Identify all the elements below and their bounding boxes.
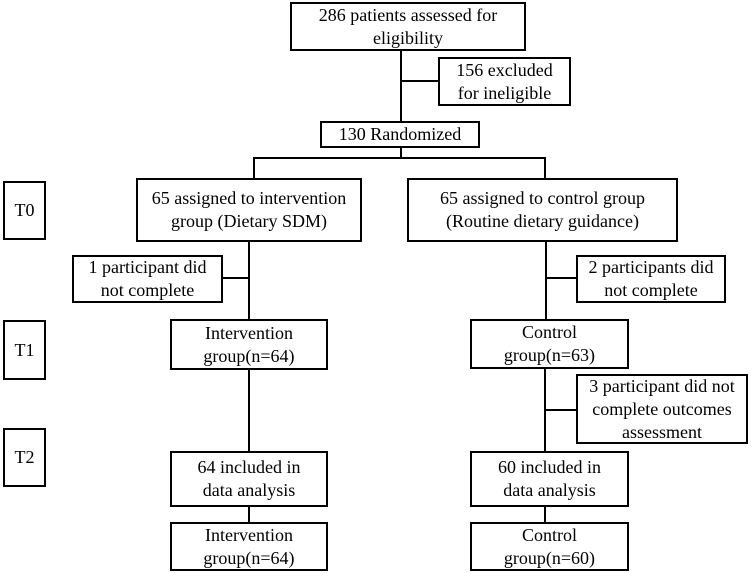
connector-intervention-analysis-final: [248, 506, 250, 523]
randomized-box: 130 Randomized: [320, 121, 480, 148]
connector-intervention-t1-t2: [248, 369, 250, 452]
assessed-for-eligibility-box: 286 patients assessed for eligibility: [290, 2, 526, 51]
intervention-final-box: Intervention group(n=64): [170, 522, 328, 571]
connector-to-excluded: [400, 80, 439, 82]
connector-randomized-down: [400, 147, 402, 158]
timepoint-t1-label: T1: [3, 320, 46, 380]
connector-to-control-dropout-t2: [544, 409, 577, 411]
connector-split: [253, 157, 545, 159]
control-dropout-box: 2 participants did not complete: [576, 255, 726, 303]
connector-to-intervention-dropout: [222, 277, 249, 279]
connector-control-t0-t1: [545, 241, 547, 320]
timepoint-t2-label: T2: [3, 428, 46, 487]
control-assigned-box: 65 assigned to control group (Routine di…: [407, 178, 678, 242]
control-dropout-t2-box: 3 participant did not complete outcomes …: [576, 374, 748, 444]
connector-control-analysis-final: [544, 506, 546, 523]
control-t1-box: Control group(n=63): [470, 319, 629, 369]
intervention-assigned-box: 65 assigned to intervention group (Dieta…: [136, 178, 362, 242]
timepoint-t0-label: T0: [3, 181, 46, 240]
connector-assessed-to-randomized: [400, 50, 402, 122]
intervention-t1-box: Intervention group(n=64): [170, 319, 328, 370]
intervention-dropout-box: 1 participant did not complete: [72, 255, 223, 303]
intervention-analysis-box: 64 included in data analysis: [170, 451, 328, 507]
connector-intervention-t0-t1: [248, 241, 250, 320]
connector-split-left: [253, 157, 255, 179]
excluded-box: 156 excluded for ineligible: [438, 57, 571, 106]
connector-split-right: [544, 157, 546, 179]
connector-to-control-dropout: [545, 277, 577, 279]
control-final-box: Control group(n=60): [470, 522, 629, 571]
control-analysis-box: 60 included in data analysis: [470, 451, 629, 507]
